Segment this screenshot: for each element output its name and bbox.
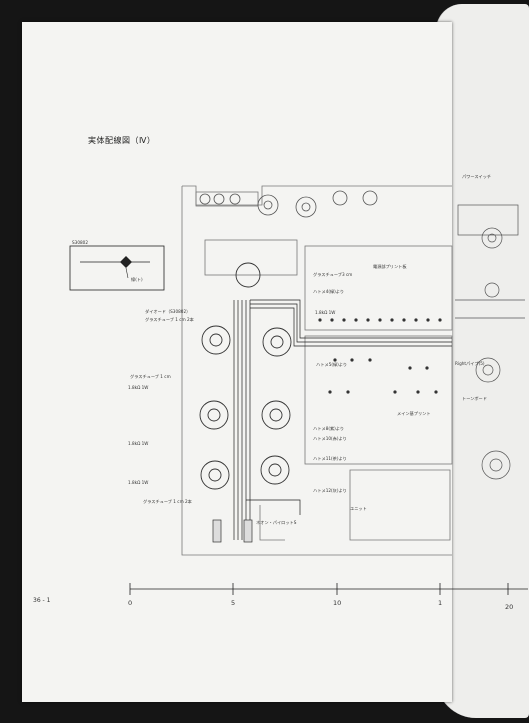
scale-tick-10: 10 [333, 599, 341, 607]
label-nickel-6: ハトメ12(灰)より [313, 487, 347, 494]
label-nickel-1: ハトメ4(緑)より [313, 288, 344, 295]
scale-tick-0: 0 [128, 599, 132, 607]
page-number: 36 - 1 [33, 597, 51, 604]
label-nickel-5: ハトメ11(茶)より [313, 455, 347, 462]
label-rectifier: ダイオード（S30802） [145, 308, 190, 315]
label-switch: パワースイッチ [462, 174, 491, 179]
legend-part-label: S30802 [72, 240, 88, 245]
label-resistor-2: 1.8kΩ 1W [128, 441, 148, 446]
label-resistor-1: 1.8kΩ 1W [128, 385, 148, 390]
legend-box [69, 245, 165, 291]
legend-caption: 線(ト) [131, 276, 143, 282]
scale-bar [129, 583, 528, 595]
scale-tick-20: 20 [505, 603, 513, 611]
label-printed-board: 電源部プリント板 [373, 263, 407, 270]
label-unit: ユニット [350, 506, 367, 511]
label-nickel-3: ハトメ8(紫)より [313, 426, 344, 432]
scale-tick-15: 1 [438, 599, 442, 607]
label-glass-tube: グラスチューブ3 cm [313, 271, 352, 278]
label-glass-tube-pair: グラスチューブ 1 cm 2本 [145, 316, 195, 323]
label-main-board: メイン基プリント [397, 410, 431, 417]
tube-sockets [199, 262, 292, 490]
label-tone-board: トーンボード [462, 395, 487, 401]
label-nickel-4: ハトメ10(赤)より [313, 436, 347, 442]
scale-tick-5: 5 [231, 599, 235, 607]
label-bind-1cm: グラスチューブ 1 cm [130, 373, 171, 380]
label-bottom-glass: グラスチューブ 1 cm 2本 [143, 498, 193, 505]
label-nickel-2: ハトメ5(緑)より [316, 361, 347, 368]
label-resistor-4: 1.8kΩ 1W [315, 310, 335, 315]
label-resistor-3: 1.8kΩ 1W [128, 480, 148, 485]
page-title: 実体配線図（Ⅳ） [88, 136, 156, 145]
label-pilot: ネオン・パイロットS [256, 520, 297, 526]
label-right-pilot: Rightパイプ(5) [455, 361, 485, 367]
